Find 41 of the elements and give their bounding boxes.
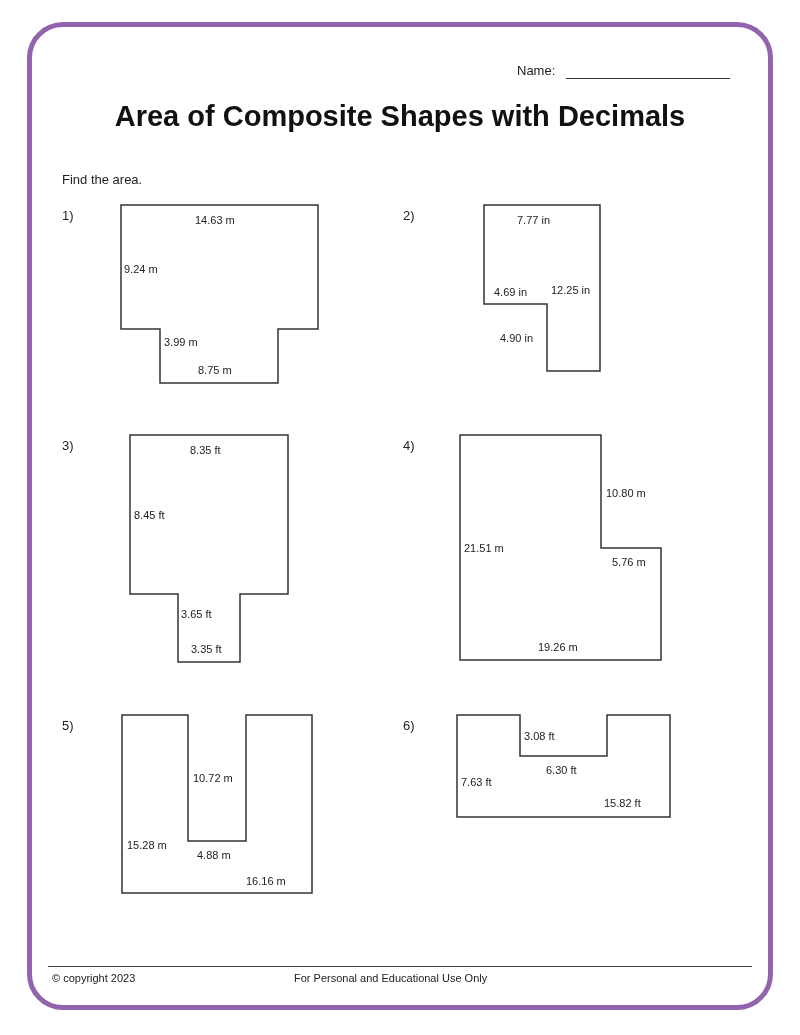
dimension-label: 21.51 m [464, 542, 504, 554]
dimension-label: 10.80 m [606, 487, 646, 499]
dimension-label: 16.16 m [246, 875, 286, 887]
instruction-text: Find the area. [62, 172, 143, 187]
dimension-label: 8.45 ft [134, 509, 165, 521]
composite-shape [121, 205, 318, 383]
dimension-label: 3.65 ft [181, 608, 212, 620]
copyright-text: © copyright 2023 [52, 972, 136, 984]
dimension-label: 6.30 ft [546, 764, 577, 776]
dimension-label: 3.35 ft [191, 643, 222, 655]
composite-shape [130, 435, 288, 662]
dimension-label: 7.63 ft [461, 776, 492, 788]
problem-number: 4) [403, 438, 415, 453]
dimension-label: 15.82 ft [604, 797, 641, 809]
dimension-label: 10.72 m [193, 772, 233, 784]
dimension-label: 4.69 in [494, 286, 528, 298]
dimension-label: 3.99 m [164, 336, 198, 348]
name-label: Name: [517, 63, 556, 78]
dimension-label: 5.76 m [612, 556, 646, 568]
problem-number: 3) [62, 438, 74, 453]
composite-shape [460, 435, 661, 660]
problem-number: 6) [403, 718, 415, 733]
worksheet-title: Area of Composite Shapes with Decimals [113, 100, 687, 133]
usage-note: For Personal and Educational Use Only [294, 972, 488, 984]
dimension-label: 14.63 m [195, 214, 235, 226]
problem-number: 2) [403, 208, 415, 223]
problem-number: 5) [62, 718, 74, 733]
dimension-label: 9.24 m [124, 263, 158, 275]
dimension-label: 19.26 m [538, 641, 578, 653]
dimension-label: 8.75 m [198, 364, 232, 376]
dimension-label: 4.90 in [500, 332, 534, 344]
dimension-label: 12.25 in [551, 284, 591, 296]
composite-shape [484, 205, 600, 371]
composite-shape [122, 715, 312, 893]
composite-shape [457, 715, 670, 817]
dimension-label: 7.77 in [517, 214, 551, 226]
dimension-label: 15.28 m [127, 839, 167, 851]
dimension-label: 4.88 m [197, 849, 231, 861]
dimension-label: 8.35 ft [190, 444, 221, 456]
dimension-label: 3.08 ft [524, 730, 555, 742]
problem-number: 1) [62, 208, 74, 223]
